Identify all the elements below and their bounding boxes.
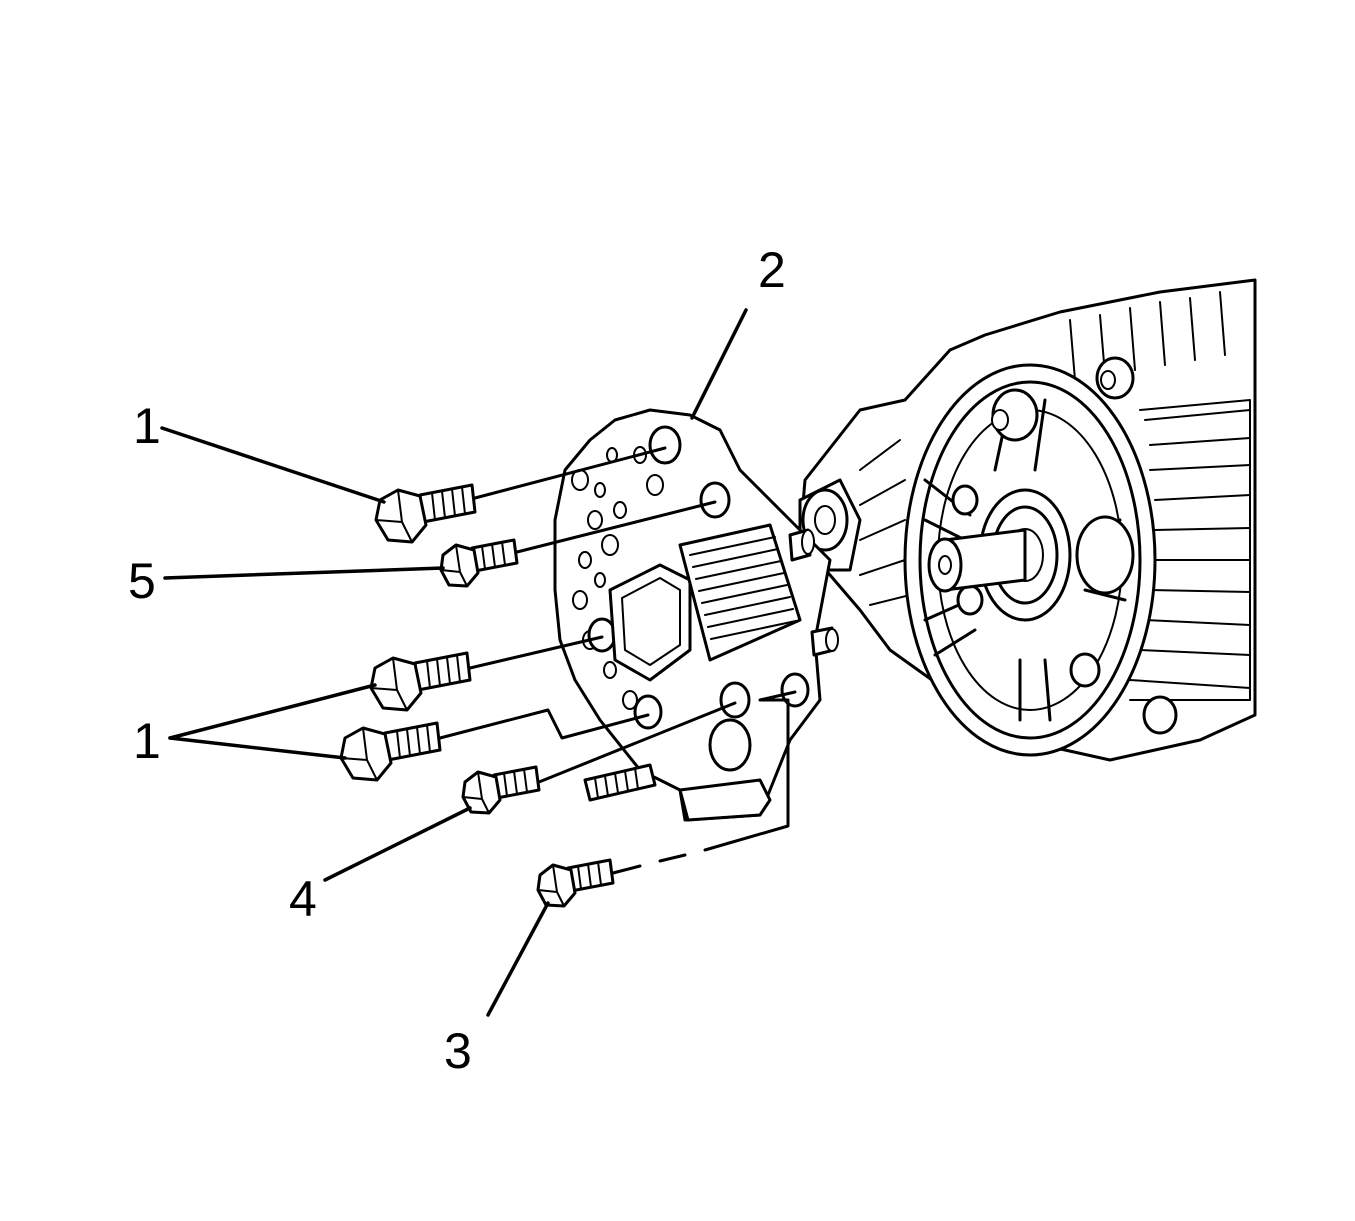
bolt-middle [369, 651, 472, 712]
callout-label-bolt-upper: 1 [133, 398, 161, 454]
callout-label-regulator: 2 [758, 242, 786, 298]
leader-lines [160, 308, 748, 1017]
callout-labels: 1 2 3 4 5 1 [128, 242, 786, 1079]
callout-label-screw-lower: 3 [444, 1023, 472, 1079]
bolt-upper [374, 483, 477, 544]
screw-lower [536, 858, 615, 908]
callout-label-screw-upper: 5 [128, 553, 156, 609]
callout-label-bolts-lower: 1 [133, 713, 161, 769]
alignment-lines [438, 446, 797, 875]
callout-label-screw-middle: 4 [289, 871, 317, 927]
regulator-plate [553, 408, 839, 822]
screw-middle [461, 765, 541, 815]
screw-upper [439, 538, 519, 588]
alternator-housing [798, 278, 1257, 762]
bolt-lower [339, 721, 442, 782]
